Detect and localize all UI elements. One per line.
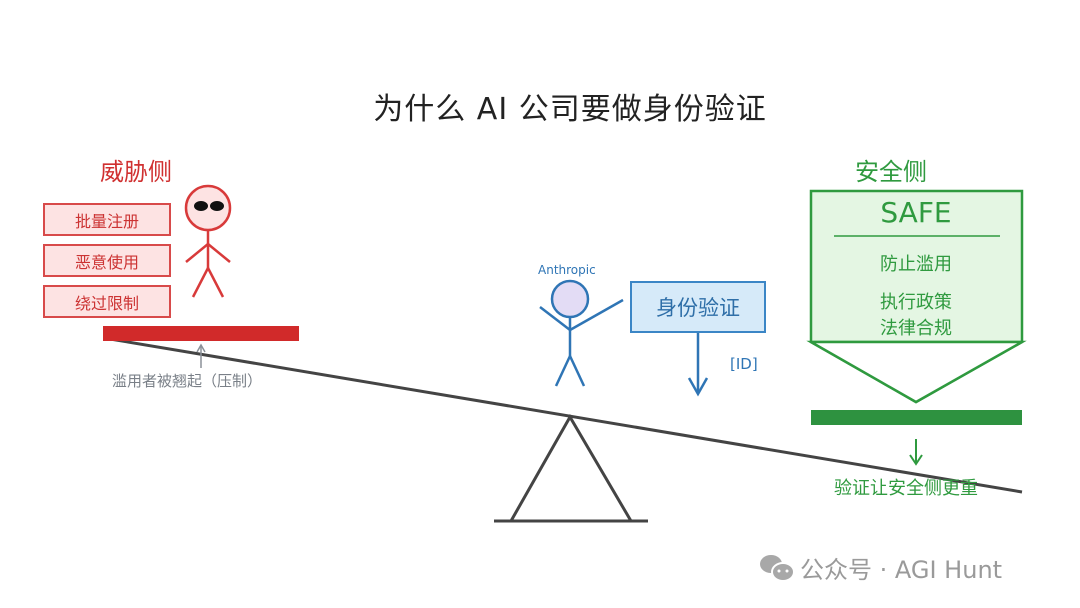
safe-platform	[811, 410, 1022, 425]
safe-line-legal-compliance: 法律合规	[880, 318, 952, 339]
threat-note: 滥用者被翘起（压制）	[112, 372, 263, 390]
watermark: 公众号 · AGI Hunt	[800, 556, 1003, 584]
safe-shield	[806, 189, 1027, 404]
safe-result-note: 验证让安全侧更重	[834, 478, 978, 499]
up-arrow-icon	[196, 343, 206, 368]
threat-platform	[103, 326, 299, 341]
seesaw-beam	[103, 336, 1023, 494]
safe-line-prevent-abuse: 防止滥用	[880, 254, 952, 275]
safe-side-heading: 安全侧	[855, 158, 927, 186]
threat-item-malicious-use: 恶意使用	[43, 244, 171, 277]
down-arrow-icon	[687, 333, 709, 397]
threat-item-bulk-register: 批量注册	[43, 203, 171, 236]
id-label: [ID]	[730, 355, 758, 373]
verification-box: 身份验证	[630, 281, 766, 333]
sunglasses-icon	[194, 201, 224, 211]
fulcrum	[494, 413, 648, 523]
safe-line-enforce-policy: 执行政策	[880, 292, 952, 313]
down-arrow-icon	[909, 439, 923, 466]
anthropic-figure	[539, 279, 624, 387]
anthropic-label: Anthropic	[538, 263, 596, 277]
wechat-icon	[760, 555, 795, 582]
abuser-figure	[184, 184, 232, 298]
safe-shield-title: SAFE	[880, 196, 952, 229]
threat-side-heading: 威胁侧	[100, 158, 172, 186]
page-title: 为什么 AI 公司要做身份验证	[373, 92, 767, 127]
threat-item-bypass-limits: 绕过限制	[43, 285, 171, 318]
